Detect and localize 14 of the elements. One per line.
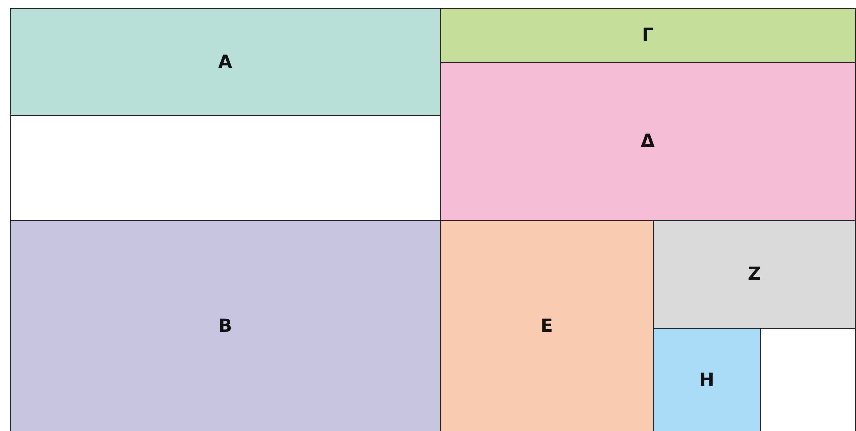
panel-letter: Η — [699, 370, 715, 390]
colored-panel — [440, 8, 856, 63]
colored-panel — [440, 220, 654, 431]
panel-letter: Β — [218, 316, 232, 336]
colored-panel — [10, 220, 441, 431]
panel-letter: Ε — [540, 316, 554, 336]
colored-panel — [440, 62, 856, 221]
colored-panel — [10, 8, 441, 116]
panel-letter: Δ — [641, 131, 655, 152]
colored-panel — [653, 328, 761, 431]
colored-panel — [653, 220, 856, 329]
panel-letter: Α — [218, 52, 232, 72]
panel-letter: Ζ — [748, 264, 762, 285]
panel-letter: Γ — [642, 25, 654, 46]
